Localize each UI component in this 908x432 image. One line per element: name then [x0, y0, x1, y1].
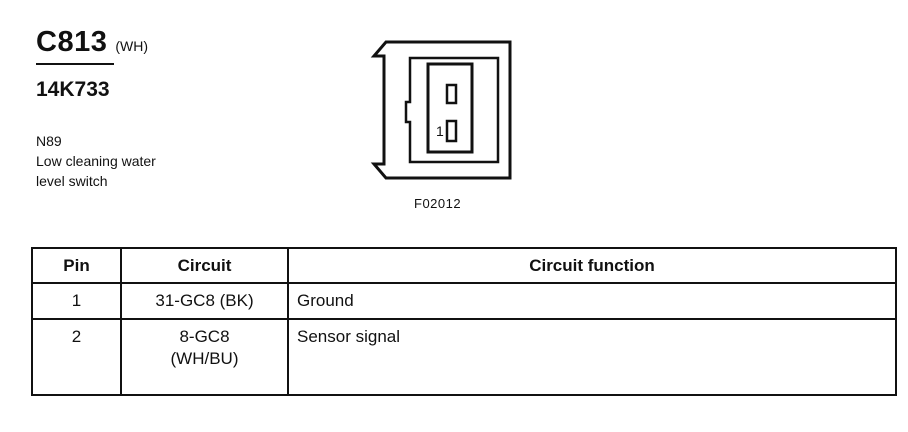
figure-id: F02012 — [414, 196, 462, 211]
pin-cell: 1 — [31, 282, 122, 320]
connector-header: C813 (WH) 14K733 — [36, 26, 148, 102]
connector-outer-housing — [370, 40, 512, 180]
circuit-cell: 31-GC8 (BK) — [120, 282, 289, 320]
header-pin: Pin — [31, 247, 122, 284]
connector-color: (WH) — [115, 38, 148, 54]
pinout-table: Pin Circuit Circuit function 1 31-GC8 (B… — [31, 247, 897, 396]
pin-1-label: 1 — [436, 123, 444, 139]
title-underline — [36, 63, 114, 65]
connector-face-drawing: 1 — [370, 40, 512, 180]
table-row: 2 8-GC8 (WH/BU) Sensor signal — [31, 318, 897, 396]
circuit-cell: 8-GC8 (WH/BU) — [120, 318, 289, 396]
connector-title-row: C813 (WH) — [36, 26, 148, 59]
description-line: Low cleaning water — [36, 153, 156, 169]
circuit-line: (WH/BU) — [170, 349, 239, 368]
circuit-line: 31-GC8 (BK) — [155, 291, 254, 310]
description-line: N89 — [36, 133, 62, 149]
function-cell: Ground — [287, 282, 897, 320]
function-cell: Sensor signal — [287, 318, 897, 396]
component-description: N89 Low cleaning water level switch — [36, 131, 156, 191]
circuit-line: 8-GC8 — [179, 327, 230, 346]
connector-inner-shroud — [404, 56, 500, 164]
connector-code: C813 — [36, 26, 108, 58]
pin-1-terminal — [445, 119, 458, 143]
pin-2-terminal — [445, 83, 458, 105]
table-header-row: Pin Circuit Circuit function — [31, 247, 897, 284]
table-row: 1 31-GC8 (BK) Ground — [31, 282, 897, 320]
part-number: 14K733 — [36, 78, 110, 101]
terminal-cavity — [426, 62, 474, 154]
pin-cell: 2 — [31, 318, 122, 396]
description-line: level switch — [36, 173, 108, 189]
header-circuit: Circuit — [120, 247, 289, 284]
header-circuit-function: Circuit function — [287, 247, 897, 284]
